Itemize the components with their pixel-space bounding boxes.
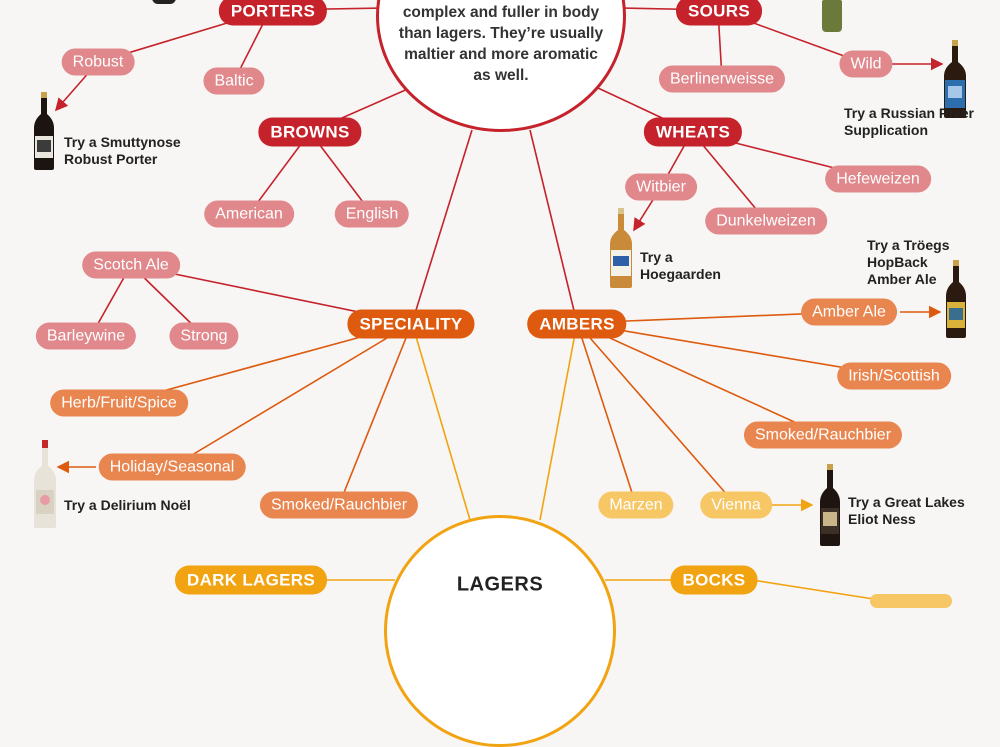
style-amber-ale: Amber Ale bbox=[801, 298, 897, 326]
style-marzen: Marzen bbox=[598, 491, 674, 519]
style-english: English bbox=[334, 200, 410, 228]
category-speciality: SPECIALITY bbox=[347, 309, 475, 339]
category-ambers: AMBERS bbox=[527, 309, 627, 339]
bottle-delirium-icon bbox=[34, 440, 56, 528]
style-berlinerweisse: Berlinerweisse bbox=[658, 65, 786, 93]
partial-bottle-top-right bbox=[822, 0, 842, 32]
style-baltic: Baltic bbox=[203, 67, 265, 95]
bottle-russian-river-icon bbox=[944, 40, 966, 118]
caption-delirium: Try a Delirium Noël bbox=[64, 497, 191, 513]
style-vienna: Vienna bbox=[700, 491, 772, 519]
caption-hoegaarden: Try a Hoegaarden bbox=[640, 249, 721, 282]
caption-russian-river: Try a Russian River Supplication bbox=[844, 105, 974, 138]
style-strong: Strong bbox=[169, 322, 239, 350]
category-dark-lagers: DARK LAGERS bbox=[175, 565, 327, 595]
lagers-circle bbox=[384, 515, 616, 747]
style-hefeweizen: Hefeweizen bbox=[825, 165, 931, 193]
partial-pill-bottom-right bbox=[870, 594, 952, 608]
category-porters: PORTERS bbox=[218, 0, 328, 26]
style-dunkelweizen: Dunkelweizen bbox=[705, 207, 827, 235]
style-robust: Robust bbox=[61, 48, 135, 76]
style-irish-scottish: Irish/Scottish bbox=[837, 362, 951, 390]
category-sours: SOURS bbox=[676, 0, 762, 26]
category-wheats: WHEATS bbox=[643, 117, 743, 147]
caption-troegs: Try a Tröegs HopBack Amber Ale bbox=[867, 237, 950, 287]
caption-great-lakes: Try a Great Lakes Eliot Ness bbox=[848, 494, 965, 527]
style-witbier: Witbier bbox=[625, 173, 697, 201]
style-smoked-rauchbier-ambers: Smoked/Rauchbier bbox=[743, 421, 903, 449]
caption-smuttynose: Try a Smuttynose Robust Porter bbox=[64, 134, 181, 167]
category-bocks: BOCKS bbox=[670, 565, 758, 595]
style-smoked-rauchbier-speciality: Smoked/Rauchbier bbox=[259, 491, 419, 519]
bottle-troegs-icon bbox=[946, 260, 966, 338]
style-american: American bbox=[204, 200, 294, 228]
style-barleywine: Barleywine bbox=[35, 322, 137, 350]
lagers-title: LAGERS bbox=[456, 573, 544, 596]
bottle-smuttynose-icon bbox=[34, 92, 54, 170]
style-herb-fruit-spice: Herb/Fruit/Spice bbox=[50, 389, 188, 417]
ales-description: complex and fuller in body than lagers. … bbox=[398, 4, 604, 84]
bottle-great-lakes-icon bbox=[820, 464, 840, 546]
style-scotch-ale: Scotch Ale bbox=[82, 251, 180, 279]
bottle-hoegaarden-icon bbox=[610, 208, 632, 288]
style-wild: Wild bbox=[839, 50, 893, 78]
style-holiday-seasonal: Holiday/Seasonal bbox=[98, 453, 246, 481]
category-browns: BROWNS bbox=[258, 117, 362, 147]
partial-bottle-top-left bbox=[152, 0, 176, 4]
